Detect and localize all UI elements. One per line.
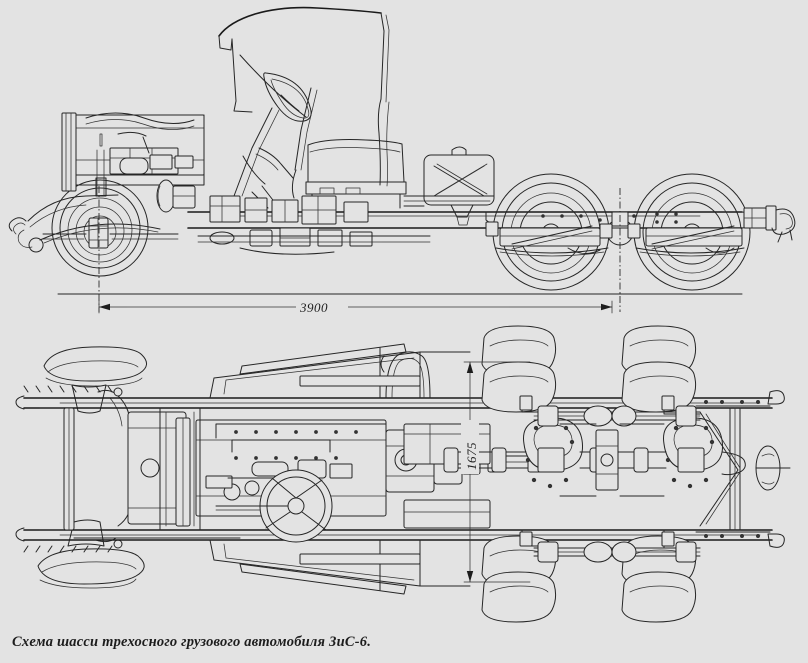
- figure-caption: Схема шасси трехосного грузового автомоб…: [12, 634, 372, 650]
- side-equipment-plan: [40, 375, 421, 565]
- rear-tow-hook-side: [743, 205, 795, 242]
- rear-axle-front-plan: [443, 395, 616, 547]
- fuel-tank-side: [423, 147, 495, 226]
- exhaust-pipe-plan: [381, 352, 430, 398]
- side-elevation-view: 3900: [9, 6, 795, 317]
- dimension-rear-track: 1675: [461, 361, 531, 583]
- wheel-centerlines-side: [98, 186, 621, 312]
- chassis-equipment-side: [198, 195, 430, 254]
- steering-wheel-plan: [216, 469, 333, 543]
- cab-windshield-side: [218, 6, 390, 187]
- steering-wheel-side: [234, 73, 318, 208]
- engine-block-side: [61, 112, 205, 213]
- rear-crossmembers-plan: [696, 391, 790, 548]
- dimension-wheelbase-label: 3900: [299, 300, 328, 315]
- running-board-side: [404, 196, 494, 206]
- front-wheel-left-plan: [43, 346, 147, 387]
- front-nose-side: [9, 195, 118, 235]
- dimension-wheelbase: 3900: [98, 297, 613, 317]
- plan-view: 1675: [16, 325, 790, 623]
- engine-plan: [127, 411, 387, 527]
- front-wheel-right-plan: [37, 548, 145, 589]
- driver-seat-side: [306, 140, 406, 210]
- front-wheel-side: [17, 180, 178, 276]
- rear-wheels-bottom-plan: [481, 535, 697, 623]
- rear-wheels-top-plan: [481, 325, 697, 413]
- dimension-rear-track-label: 1675: [464, 442, 479, 470]
- rear-bogie-suspension-side: [485, 211, 752, 257]
- rear-bogie-linkage-plan: [534, 405, 700, 563]
